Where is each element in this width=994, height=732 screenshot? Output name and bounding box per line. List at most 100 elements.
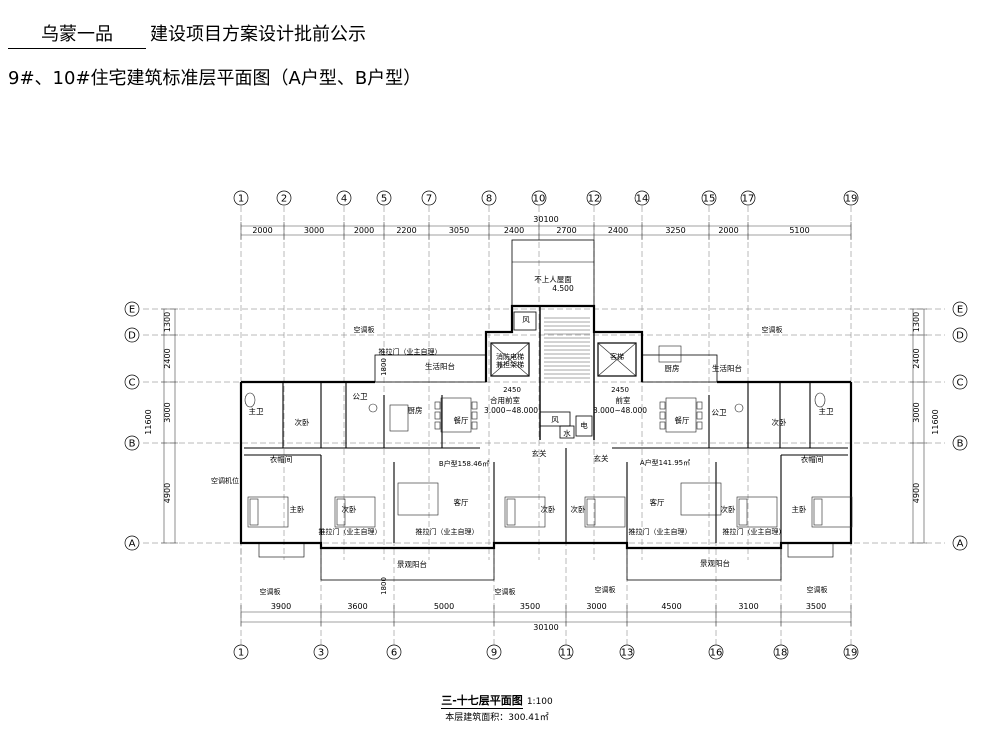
title-line: 乌蒙一品建设项目方案设计批前公示 <box>8 20 366 49</box>
top-axis-label-circle <box>421 190 437 206</box>
bed <box>334 496 376 528</box>
left-axis-label-circle <box>124 535 140 551</box>
top-total-dim: 30100 <box>533 215 558 224</box>
top-axis-label-circle <box>336 190 352 206</box>
right-axis-label-circle <box>952 301 968 317</box>
pillow <box>249 498 259 526</box>
kitchen-right-label: 厨房 <box>665 363 680 373</box>
chair <box>434 411 441 420</box>
fire-elevator-sub-label: 兼担架梯 <box>496 360 524 369</box>
shaft-box <box>559 425 575 439</box>
right-total-dim: 11600 <box>931 409 940 434</box>
bay-outline <box>787 542 834 558</box>
top-dim: 2000 <box>718 226 738 235</box>
right-axis-label: B <box>957 439 964 450</box>
pillow <box>586 498 596 526</box>
top-axis-label-circle <box>233 190 249 206</box>
project-name: 乌蒙一品 <box>8 20 146 49</box>
left-axis-label-circle <box>124 301 140 317</box>
bottom-dim: 5000 <box>434 602 454 611</box>
dining-right-label: 餐厅 <box>675 416 690 425</box>
chair <box>471 421 478 430</box>
level-range-left: 3.000~48.000 <box>484 406 538 415</box>
chair <box>434 421 441 430</box>
title-suffix: 建设项目方案设计批前公示 <box>150 24 366 45</box>
landscape-balcony-left-label: 景观阳台 <box>397 559 427 569</box>
bottom-total-dim: 30100 <box>533 623 558 632</box>
level-range-right: 3.000~48.000 <box>593 406 647 415</box>
top-axis-label-circle <box>481 190 497 206</box>
living-balcony-outline <box>374 354 487 383</box>
ac-label-left: 空调机位 <box>211 476 239 485</box>
living-room-left-label: 客厅 <box>454 497 469 507</box>
ac-label: 空调板 <box>260 587 281 596</box>
bay-outline <box>258 542 305 558</box>
bottom-axis-label-circle <box>558 644 574 660</box>
caption-title: 三-十七层平面图 <box>441 694 523 709</box>
left-axis-label-circle <box>124 435 140 451</box>
bottom-axis-label: 1 <box>238 648 244 659</box>
elevator-cross <box>597 342 637 377</box>
stove <box>658 345 682 363</box>
bottom-axis-label: 16 <box>710 648 723 659</box>
master-bedroom-right-label: 主卧 <box>792 504 807 514</box>
toilet <box>244 392 256 408</box>
elevator-shaft <box>597 342 637 377</box>
unit-a-area-label: A户型141.95㎡ <box>640 458 690 467</box>
bottom-axis-label: 9 <box>491 648 497 659</box>
ac-label: 空调板 <box>354 325 375 334</box>
right-axis-label-circle <box>952 435 968 451</box>
bottom-axis-label: 13 <box>621 648 634 659</box>
bottom-axis-label: 18 <box>775 648 788 659</box>
bed <box>504 496 546 528</box>
top-axis-label-circle <box>586 190 602 206</box>
bottom-dim: 3900 <box>271 602 291 611</box>
top-axis-label-circle <box>376 190 392 206</box>
top-dim: 2000 <box>354 226 374 235</box>
bottom-dim: 3600 <box>347 602 367 611</box>
right-axis-label-circle <box>952 374 968 390</box>
bottom-axis-label: 11 <box>560 648 573 659</box>
shaft-box <box>513 311 537 331</box>
left-axis-label-circle <box>124 327 140 343</box>
cloakroom-right-label: 衣帽间 <box>801 454 824 464</box>
stair-dim-right: 2450 <box>611 386 629 394</box>
top-dim: 5100 <box>789 226 809 235</box>
left-dim: 2400 <box>163 348 172 368</box>
top-axis-label: 14 <box>636 194 649 205</box>
pillow <box>506 498 516 526</box>
bed <box>584 496 626 528</box>
bottom-axis-label-circle <box>843 644 859 660</box>
chair <box>659 411 666 420</box>
top-dim: 2200 <box>396 226 416 235</box>
chair <box>696 401 703 410</box>
right-dim: 3000 <box>912 402 921 422</box>
living-balcony-left-label: 生活阳台 <box>425 361 455 371</box>
elevator-label: 客梯 <box>610 352 624 361</box>
pillow <box>336 498 346 526</box>
top-axis-label-circle <box>701 190 717 206</box>
elevator-shaft <box>490 342 530 377</box>
bedroom-label: 次卧 <box>541 504 556 514</box>
shaft-electric: 电 <box>580 420 588 430</box>
bottom-axis-label: 19 <box>845 648 858 659</box>
left-dim: 1300 <box>163 312 172 332</box>
bed <box>811 496 853 528</box>
chair <box>471 411 478 420</box>
top-dim: 2000 <box>252 226 272 235</box>
sliding-door-note-left2: 推拉门（业主自理） <box>319 527 382 536</box>
top-axis-label: 15 <box>703 194 716 205</box>
bedroom-label: 次卧 <box>772 417 787 427</box>
bottom-axis-label: 6 <box>391 648 397 659</box>
left-axis-label: B <box>129 439 136 450</box>
public-bath-right-label: 公卫 <box>712 408 727 417</box>
landscape-balcony-right-label: 景观阳台 <box>700 558 730 568</box>
right-axis-label-circle <box>952 327 968 343</box>
top-dim: 2400 <box>504 226 524 235</box>
top-axis-label-circle <box>843 190 859 206</box>
stair-dim-left: 2450 <box>503 386 521 394</box>
right-dim: 4900 <box>912 483 921 503</box>
living-balcony-right-label: 生活阳台 <box>712 363 742 373</box>
top-axis-label: 17 <box>742 194 755 205</box>
